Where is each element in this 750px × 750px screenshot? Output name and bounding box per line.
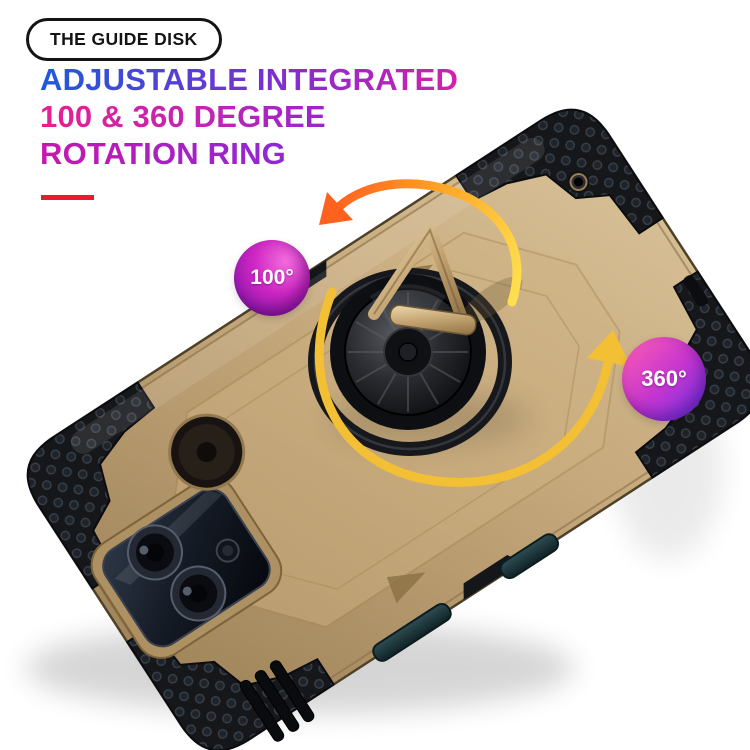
camera-lens-2 (170, 565, 227, 622)
fingerprint-sensor (168, 413, 246, 491)
arrowhead-yellow (587, 330, 631, 367)
title-line-3: ROTATION RING (40, 136, 286, 171)
badge-100-label: 100° (250, 266, 294, 289)
lanyard-hole (567, 171, 590, 194)
badge-360-degree: 360° (622, 337, 706, 421)
page-title: ADJUSTABLE INTEGRATED 100 & 360 DEGREE R… (40, 62, 458, 173)
kickstand (368, 224, 523, 336)
title-line-1: ADJUSTABLE INTEGRATED (40, 62, 459, 97)
camera-flash (215, 538, 240, 563)
badge-360-label: 360° (641, 366, 687, 391)
arrow-360-rotation (314, 287, 631, 487)
side-buttons (372, 533, 560, 662)
camera-lens-1 (126, 524, 183, 581)
side-slot (683, 275, 709, 307)
red-underline (41, 195, 94, 200)
arrow-100-rotation (319, 179, 522, 307)
title-line-2: 100 & 360 DEGREE (40, 99, 326, 134)
badge-100-degree: 100° (234, 240, 310, 316)
camera-module (90, 476, 283, 659)
ring-holder (308, 224, 530, 456)
port-ribs (239, 660, 315, 742)
arrowhead-orange (319, 192, 353, 225)
guide-disk-pill: THE GUIDE DISK (26, 18, 222, 61)
